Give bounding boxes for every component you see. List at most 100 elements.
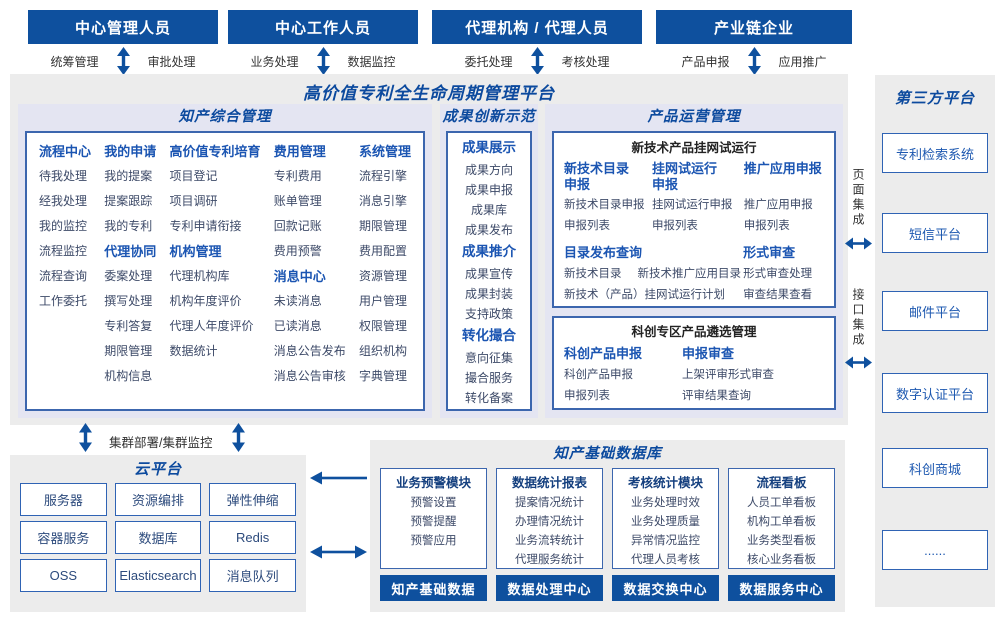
db-card: 流程看板人员工单看板机构工单看板业务类型看板核心业务看板 [728, 468, 835, 569]
actor-box: 中心工作人员 [228, 10, 418, 44]
menu-item: 待我处理 [39, 169, 88, 183]
menu-item: 新技术目录 [564, 268, 622, 280]
v-double-arrow [747, 47, 761, 75]
menu-item: 推广应用申报 [743, 199, 813, 211]
menu-item: 新技术目录申报 [564, 199, 645, 211]
menu-item: 成果方向 [464, 163, 513, 177]
menu-item: 形式审查处理 [743, 268, 813, 280]
third-party-panel: 第三方平台 专利检索系统短信平台邮件平台数字认证平台科创商城...... [875, 75, 995, 607]
menu-group-header: 挂网试运行 申报 [651, 161, 717, 192]
db-column: 业务预警模块预警设置预警提醒预警应用知产基础数据 [380, 468, 487, 601]
trial-column: 挂网试运行 申报挂网试运行申报申报列表 [652, 161, 744, 237]
menu-item: 委案处理 [104, 269, 153, 283]
actor-role-label: 审批处理 [147, 54, 196, 69]
database-columns: 业务预警模块预警设置预警提醒预警应用知产基础数据数据统计报表提案情况统计办理情况… [370, 466, 845, 601]
menu-item: 我的监控 [39, 219, 88, 233]
trial-columns: 新技术目录 申报新技术目录申报申报列表挂网试运行 申报挂网试运行申报申报列表推广… [564, 161, 824, 237]
menu-item: 新技术推广应用目录 [637, 268, 742, 280]
menu-item: 期限管理 [104, 344, 153, 358]
third-party-title: 第三方平台 [894, 90, 975, 107]
h-double-arrow-icon [310, 545, 367, 559]
subsection-online-trial: 新技术产品挂网试运行 新技术目录 申报新技术目录申报申报列表挂网试运行 申报挂网… [552, 131, 836, 308]
db-item: 业务类型看板 [747, 535, 816, 547]
menu-item: 字典管理 [358, 369, 407, 383]
db-column-header: 考核统计模块 [627, 476, 703, 490]
h-double-arrow-icon [845, 356, 872, 369]
menu-item: 专利费用 [273, 169, 322, 183]
actor-role-label: 考核处理 [561, 54, 610, 69]
actor-box: 产业链企业 [656, 10, 852, 44]
h-left-arrow-icon [310, 471, 367, 485]
menu-group-header: 代理协同 [104, 244, 157, 259]
menu-item: 代理人年度评价 [169, 319, 254, 333]
section-title: 成果创新示范 [442, 109, 536, 125]
subsection-title: 新技术产品挂网试运行 [631, 141, 757, 155]
menu-group-header: 推广应用申报 [743, 161, 822, 176]
v-double-arrow-icon [116, 47, 130, 75]
menu-item: 意向征集 [464, 351, 513, 365]
cloud-item: 资源编排 [114, 483, 202, 516]
actor-role-label: 产品申报 [681, 54, 730, 69]
third-party-item: 科创商城 [882, 448, 988, 488]
menu-item: 数据统计 [169, 344, 218, 358]
third-party-item: 邮件平台 [882, 291, 988, 331]
cloud-item: 弹性伸缩 [209, 483, 296, 516]
cloud-item: Redis [209, 521, 296, 554]
actor-box: 中心管理人员 [28, 10, 218, 44]
menu-item: 成果发布 [464, 223, 513, 237]
menu-item: 转化备案 [464, 391, 513, 405]
db-item: 异常情况监控 [631, 535, 700, 547]
menu-item: 经我处理 [39, 194, 88, 208]
v-double-arrow-icon [232, 423, 245, 452]
menu-group-header: 成果展示 [462, 140, 516, 155]
cluster-label: 集群部署/集群监控 [109, 436, 213, 450]
platform-title: 高价值专利全生命周期管理平台 [303, 84, 555, 103]
db-item: 代理人员考核 [631, 554, 700, 566]
menu-item: 申报列表 [564, 220, 610, 232]
achievements-menu: 成果展示成果方向成果申报成果库成果发布成果推介成果宣传成果封装支持政策转化撮合意… [446, 131, 532, 411]
actor-role-row: 委托处理考核处理 [432, 46, 642, 76]
menu-item: 流程引擎 [358, 169, 407, 183]
menu-item: 期限管理 [358, 219, 407, 233]
menu-item: 用户管理 [358, 294, 407, 308]
v-double-arrow [530, 47, 544, 75]
menu-item: 我的专利 [104, 219, 153, 233]
integration-label-api: 接口集成 [851, 288, 865, 348]
db-item: 业务流转统计 [515, 535, 584, 547]
menu-item: 项目登记 [169, 169, 218, 183]
section-title: 知产综合管理 [178, 109, 272, 125]
menu-column: 费用管理专利费用账单管理回款记账费用预警消息中心未读消息已读消息消息公告发布消息… [274, 139, 346, 409]
menu-item: 成果宣传 [464, 267, 513, 281]
integration-label-page: 页面集成 [851, 168, 865, 228]
section-title: 产品运营管理 [647, 109, 741, 125]
menu-column: 高价值专利培育项目登记项目调研专利申请衔接机构管理代理机构库机构年度评价代理人年… [169, 139, 260, 409]
menu-group-header: 系统管理 [358, 144, 411, 159]
selection-column: 科创产品申报科创产品申报申报列表 [564, 343, 642, 407]
menu-item: 申报列表 [651, 220, 698, 232]
menu-item: 流程查询 [39, 269, 88, 283]
actor-role-label: 统筹管理 [50, 54, 99, 69]
menu-item: 消息公告审核 [273, 369, 346, 383]
menu-item: 科创产品申报 [564, 369, 633, 381]
v-double-arrow-icon [316, 47, 330, 75]
section-achievements: 成果创新示范 成果展示成果方向成果申报成果库成果发布成果推介成果宣传成果封装支持… [440, 104, 538, 418]
db-item: 人员工单看板 [747, 497, 816, 509]
actor-role-row: 统筹管理 审批处理 [28, 46, 218, 76]
menu-item: 回款记账 [273, 219, 322, 233]
platform-container: 高价值专利全生命周期管理平台 知产综合管理 流程中心待我处理经我处理我的监控流程… [10, 74, 848, 425]
actor-role-row: 业务处理数据监控 [228, 46, 418, 76]
db-center-box: 知产基础数据 [380, 575, 487, 601]
db-card: 数据统计报表提案情况统计办理情况统计业务流转统计代理服务统计 [496, 468, 603, 569]
actor-box: 代理机构 / 代理人员 [432, 10, 642, 44]
db-column: 流程看板人员工单看板机构工单看板业务类型看板核心业务看板数据服务中心 [728, 468, 835, 601]
cloud-platform-title: 云平台 [133, 461, 182, 478]
db-item: 代理服务统计 [515, 554, 584, 566]
db-item: 预警应用 [410, 535, 457, 547]
cloud-item: OSS [20, 559, 107, 592]
db-item: 办理情况统计 [515, 516, 584, 528]
db-center-box: 数据服务中心 [728, 575, 835, 601]
menu-column: 系统管理流程引擎消息引擎期限管理费用配置资源管理用户管理权限管理组织机构字典管理 [359, 139, 411, 409]
cloud-item: Elasticsearch [114, 559, 202, 592]
